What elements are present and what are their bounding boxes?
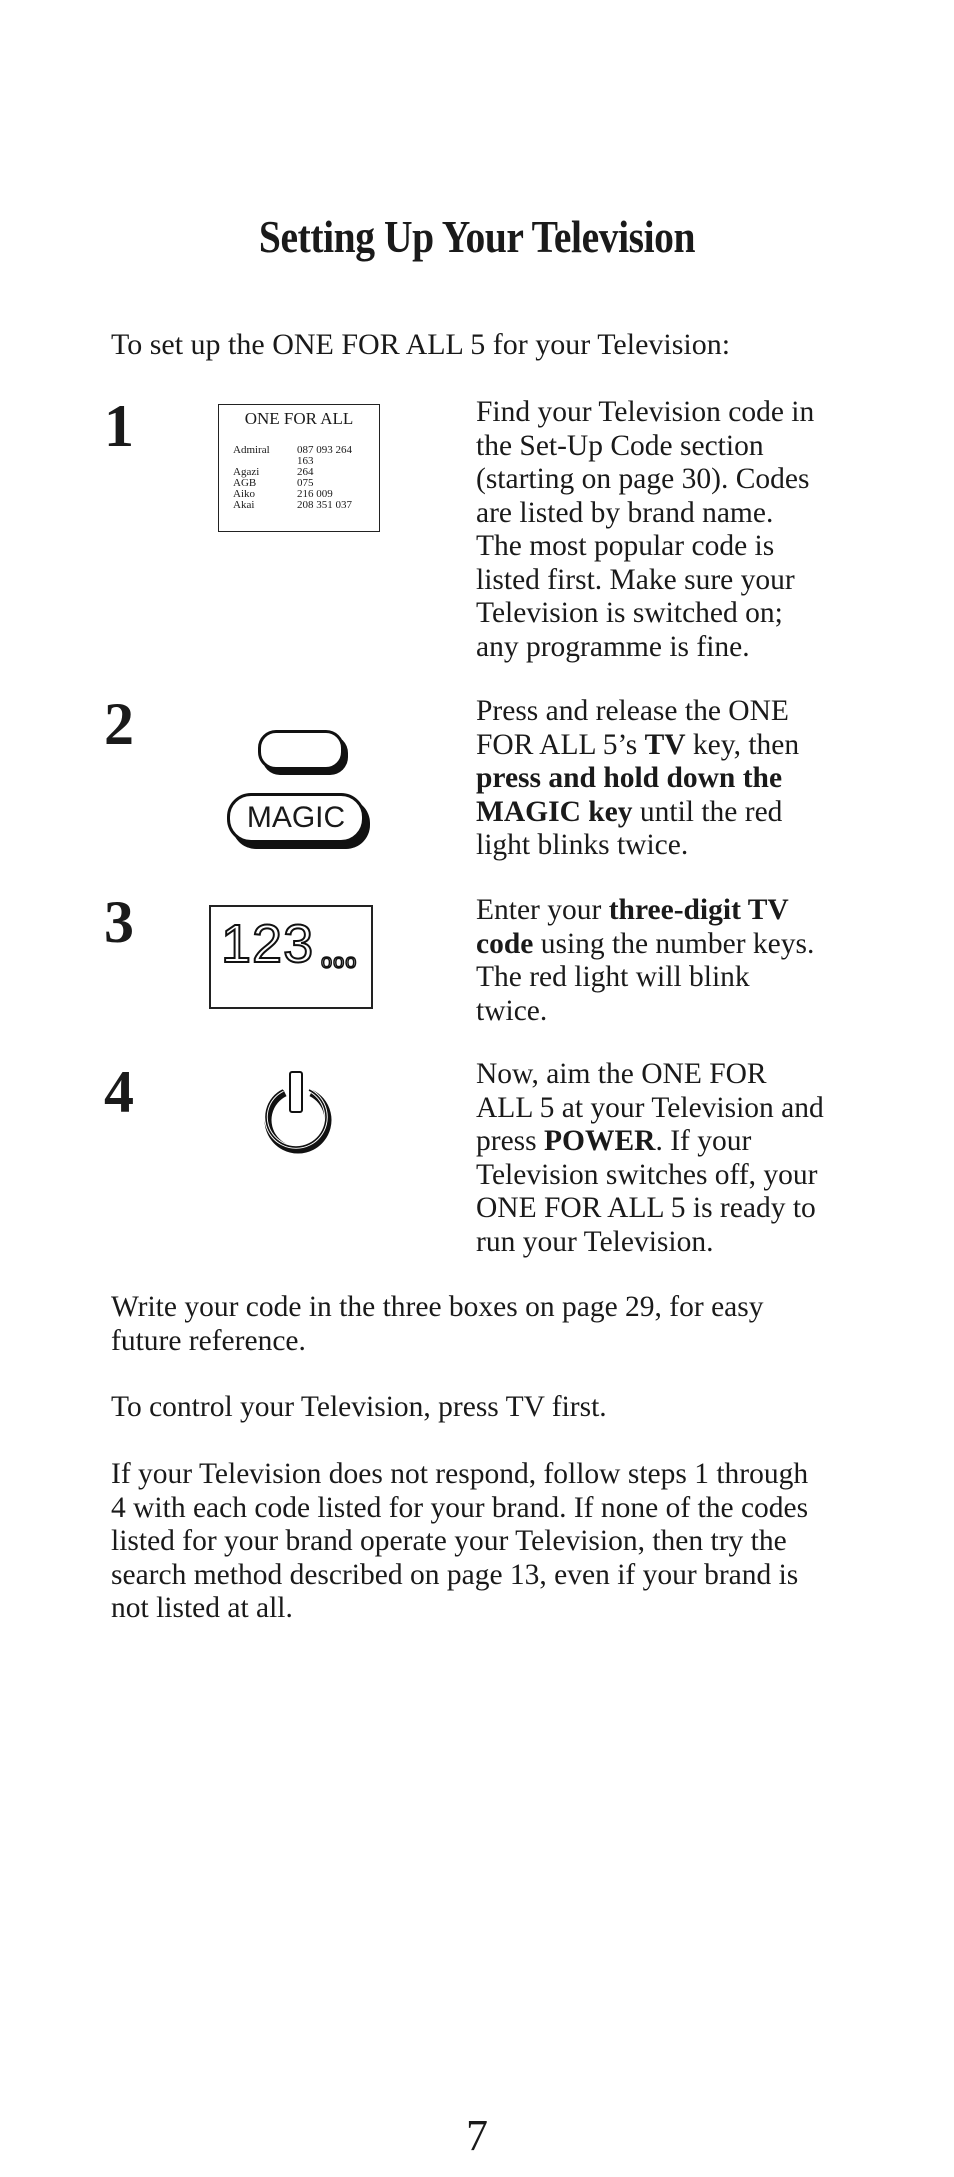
text-line: press POWER. If your xyxy=(476,1125,752,1157)
code-values: 264 xyxy=(297,466,314,478)
text-line: Find your Television code in xyxy=(476,396,815,428)
page-number: 7 xyxy=(466,2111,488,2160)
lcd-dots: ooo xyxy=(320,950,358,974)
text-line: Press and release the ONE xyxy=(476,695,789,727)
text-line: Enter your three-digit TV xyxy=(476,894,789,926)
text-line: light blinks twice. xyxy=(476,829,689,861)
lcd-display-illustration: 123 ooo xyxy=(209,905,373,1009)
code-list-header: ONE FOR ALL xyxy=(244,409,354,428)
note-write-code: Write your code in the three boxes on pa… xyxy=(111,1291,851,1358)
code-row: Agazi 264 xyxy=(233,467,379,478)
code-row: Aiko 216 009 xyxy=(233,489,379,500)
text-line: (starting on page 30). Codes xyxy=(476,463,810,495)
code-row: AGB 075 xyxy=(233,478,379,489)
text-line: twice. xyxy=(476,994,548,1027)
step-number-4: 4 xyxy=(104,1059,134,1125)
lcd-digits: 123 xyxy=(220,913,315,975)
code-row: Akai 208 351 037 xyxy=(233,500,379,511)
code-brand: Aiko xyxy=(233,488,255,500)
tv-key-illustration xyxy=(258,730,344,770)
text-line: ONE FOR ALL 5 is ready to xyxy=(476,1192,816,1224)
code-brand: AGB xyxy=(233,477,257,489)
text-line: Television is switched on; xyxy=(476,597,783,629)
text-line: not listed at all. xyxy=(111,1592,293,1624)
step-3-text: Enter your three-digit TV code using the… xyxy=(476,894,856,1028)
note-control-tv: To control your Television, press TV fir… xyxy=(111,1391,851,1425)
text-line: Now, aim the ONE FOR xyxy=(476,1058,767,1090)
text-line: are listed by brand name. xyxy=(476,496,774,529)
step-number-2: 2 xyxy=(104,691,134,757)
text-line: Write your code in the three boxes on pa… xyxy=(111,1291,764,1323)
code-values: 087 093 264 xyxy=(297,444,352,456)
code-row: Admiral 087 093 264 xyxy=(233,445,379,456)
text-line: 4 with each code listed for your brand. … xyxy=(111,1491,809,1524)
code-values: 075 xyxy=(297,477,314,489)
text-line: future reference. xyxy=(111,1324,306,1357)
code-brand: Agazi xyxy=(233,466,260,478)
code-values: 216 009 xyxy=(297,488,333,500)
text-line: listed first. Make sure your xyxy=(476,563,795,596)
text-line: FOR ALL 5’s TV key, then xyxy=(476,728,800,761)
text-line: search method described on page 13, even… xyxy=(111,1558,799,1591)
power-icon xyxy=(264,1071,332,1154)
code-values: 163 xyxy=(297,455,314,467)
step-1-text: Find your Television code in the Set-Up … xyxy=(476,396,856,664)
note-no-response: If your Television does not respond, fol… xyxy=(111,1458,851,1626)
text-line: The red light will blink xyxy=(476,961,750,993)
text-line: MAGIC key until the red xyxy=(476,795,783,828)
step-4-text: Now, aim the ONE FOR ALL 5 at your Telev… xyxy=(476,1058,856,1259)
code-brand: Admiral xyxy=(233,444,270,456)
text-line: listed for your brand operate your Telev… xyxy=(111,1525,787,1557)
magic-key-illustration: MAGIC xyxy=(227,793,365,843)
text-line: To control your Television, press TV fir… xyxy=(111,1391,607,1423)
text-line: If your Television does not respond, fol… xyxy=(111,1458,809,1490)
text-line: code using the number keys. xyxy=(476,927,815,960)
text-line: Television switches off, your xyxy=(476,1158,818,1191)
code-row: 163 xyxy=(233,456,379,467)
text-line: any programme is fine. xyxy=(476,630,750,663)
step-2-text: Press and release the ONE FOR ALL 5’s TV… xyxy=(476,695,856,863)
text-line: press and hold down the xyxy=(476,762,783,794)
intro-text: To set up the ONE FOR ALL 5 for your Tel… xyxy=(111,328,731,361)
text-line: The most popular code is xyxy=(476,530,775,562)
text-line: ALL 5 at your Television and xyxy=(476,1091,824,1124)
text-line: run your Television. xyxy=(476,1225,714,1258)
step-number-1: 1 xyxy=(104,393,134,459)
step-number-3: 3 xyxy=(104,889,134,955)
page-title: Setting Up Your Television xyxy=(258,211,696,262)
code-list-illustration: ONE FOR ALL Admiral 087 093 264 163 Agazi… xyxy=(218,404,380,532)
text-line: the Set-Up Code section xyxy=(476,429,764,462)
code-values: 208 351 037 xyxy=(297,499,352,511)
code-brand: Akai xyxy=(233,499,255,511)
